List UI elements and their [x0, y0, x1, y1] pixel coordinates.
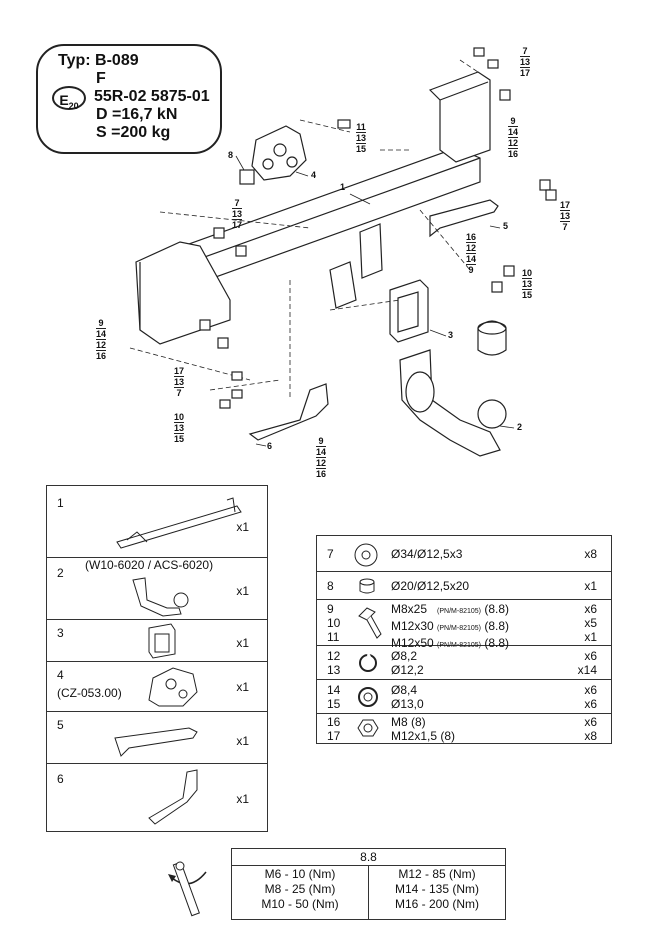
parts-row: 2 (W10-6020 / ACS-6020) x1 [47, 558, 267, 620]
class-label: F [96, 70, 106, 87]
spacer-icon [359, 578, 375, 594]
hex-nut-icon [357, 719, 379, 737]
torque-wrench-icon [168, 861, 207, 917]
specification-box: Typ: B-089 F E20 55R-02 5875-01 D =16,7 … [36, 44, 222, 154]
crossbar-icon [116, 497, 242, 549]
bracket-5-icon [114, 727, 198, 757]
torque-column-left: M6 - 10 (Nm)M8 - 25 (Nm)M10 - 50 (Nm) [261, 867, 339, 911]
bracket-6-icon [148, 769, 198, 825]
parts-row: 4 (CZ-053.00) x1 [47, 662, 267, 712]
torque-grade-header: 8.8 [232, 849, 505, 866]
washer-large-icon [354, 543, 378, 567]
approval-code: 55R-02 5875-01 [94, 88, 210, 105]
parts-row: 1 x1 [47, 486, 267, 558]
callout-8: 8 [228, 150, 233, 160]
torque-table: 8.8 M6 - 10 (Nm)M8 - 25 (Nm)M10 - 50 (Nm… [231, 848, 506, 920]
callout-3: 3 [448, 330, 453, 340]
parts-row: 6 x1 [47, 764, 267, 831]
exploded-assembly-diagram: 1 2 3 4 5 6 8 [129, 47, 557, 457]
callout-1: 1 [340, 182, 345, 192]
flat-washer-icon [358, 687, 378, 707]
parts-table: 1 x1 2 (W10-6020 / ACS-6020) x1 3 x1 4 (… [46, 485, 268, 832]
e20-approval-mark: E20 [52, 86, 86, 111]
d-value: D =16,7 kN [96, 106, 178, 123]
spring-washer-icon [359, 653, 377, 672]
hardware-row: 8 Ø20/Ø12,5x20 x1 [317, 572, 611, 600]
callout-5: 5 [503, 221, 508, 231]
type-label: Typ: B-089 [58, 52, 139, 69]
parts-row: 5 x1 [47, 712, 267, 764]
callout-4: 4 [311, 170, 316, 180]
tow-ball-icon [132, 577, 189, 617]
s-value: S =200 kg [96, 124, 171, 141]
bolt-icon [358, 607, 382, 639]
parts-row: 3 x1 [47, 620, 267, 662]
hardware-row: 7 Ø34/Ø12,5x3 x8 [317, 536, 611, 572]
socket-bracket-icon [148, 667, 198, 707]
callout-2: 2 [517, 422, 522, 432]
callout-6: 6 [267, 441, 272, 451]
socket-plate-icon [148, 623, 176, 659]
torque-column-right: M12 - 85 (Nm)M14 - 135 (Nm)M16 - 200 (Nm… [394, 867, 480, 911]
